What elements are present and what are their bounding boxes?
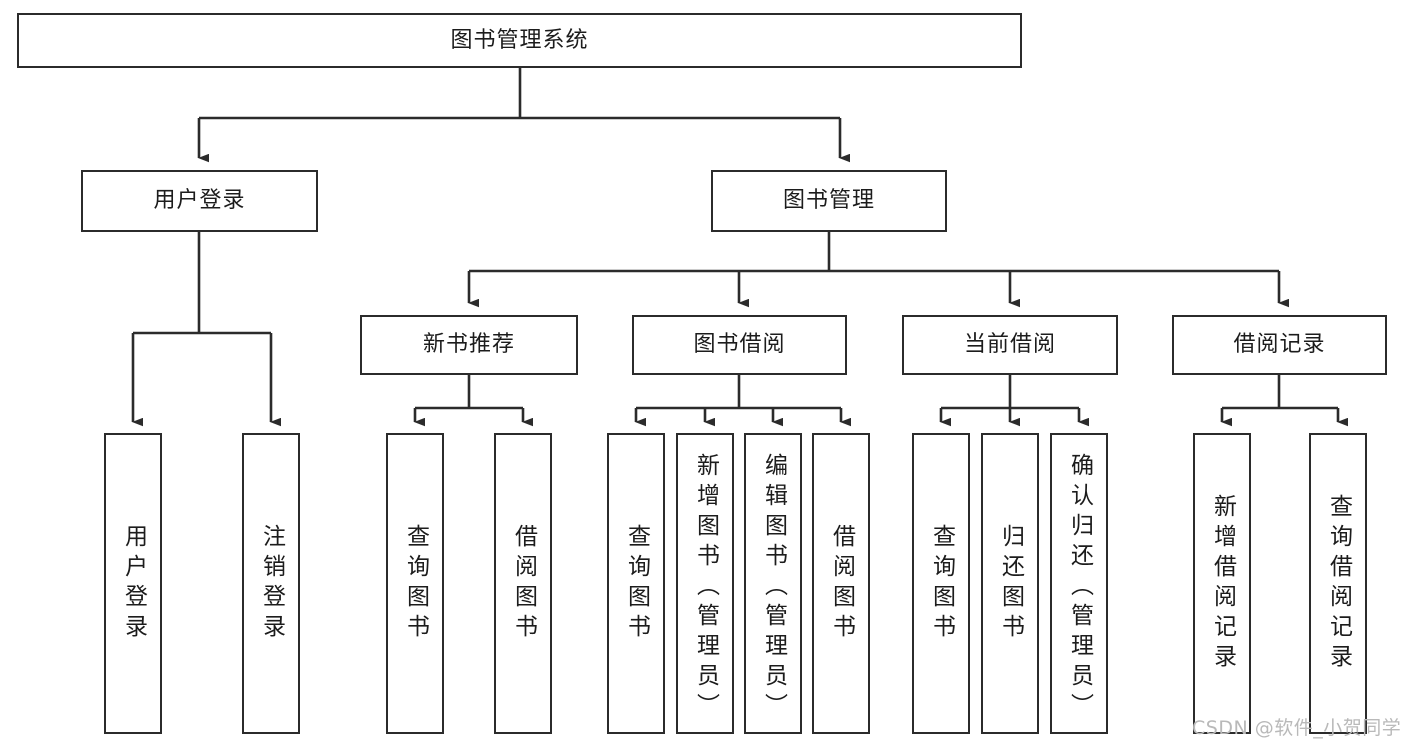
leaf-current-return-book[interactable]: 归还图书	[981, 433, 1039, 734]
node-label: 当前借阅	[963, 332, 1056, 358]
node-label: 图书管理系统	[450, 27, 589, 53]
node-label: 图书管理	[782, 188, 875, 214]
node-label: 图书借阅	[693, 332, 786, 358]
node-label: 编辑图书（管理员）	[760, 452, 787, 723]
leaf-borrow-borrow-book[interactable]: 借阅图书	[812, 433, 870, 734]
leaf-current-query-book[interactable]: 查询图书	[912, 433, 970, 734]
leaf-user-login-login[interactable]: 用户登录	[104, 433, 162, 734]
leaf-current-confirm-return-admin[interactable]: 确认归还（管理员）	[1050, 433, 1108, 734]
leaf-borrow-edit-book-admin[interactable]: 编辑图书（管理员）	[744, 433, 802, 734]
node-root[interactable]: 图书管理系统	[17, 13, 1022, 68]
node-label: 确认归还（管理员）	[1066, 452, 1093, 723]
node-borrow-records[interactable]: 借阅记录	[1172, 315, 1387, 375]
leaf-records-add-record[interactable]: 新增借阅记录	[1193, 433, 1251, 734]
leaf-new-book-query[interactable]: 查询图书	[386, 433, 444, 734]
node-book-management[interactable]: 图书管理	[711, 170, 947, 232]
node-book-borrow[interactable]: 图书借阅	[632, 315, 847, 375]
leaf-user-login-logout[interactable]: 注销登录	[242, 433, 300, 734]
node-label: 查询借阅记录	[1325, 493, 1352, 674]
node-label: 注销登录	[258, 523, 285, 644]
node-label: 新书推荐	[422, 332, 515, 358]
node-label: 查询图书	[402, 523, 429, 644]
node-label: 用户登录	[120, 523, 147, 644]
node-label: 查询图书	[623, 523, 650, 644]
node-label: 归还图书	[997, 523, 1024, 644]
node-user-login[interactable]: 用户登录	[81, 170, 318, 232]
node-label: 借阅记录	[1233, 332, 1326, 358]
node-new-book-recommend[interactable]: 新书推荐	[360, 315, 578, 375]
node-label: 借阅图书	[828, 523, 855, 644]
leaf-borrow-query-book[interactable]: 查询图书	[607, 433, 665, 734]
node-label: 借阅图书	[510, 523, 537, 644]
node-label: 新增借阅记录	[1209, 493, 1236, 674]
leaf-borrow-add-book-admin[interactable]: 新增图书（管理员）	[676, 433, 734, 734]
node-current-borrow[interactable]: 当前借阅	[902, 315, 1118, 375]
csdn-watermark: CSDN @软件_小贺同学	[1192, 717, 1402, 739]
node-label: 新增图书（管理员）	[692, 452, 719, 723]
leaf-records-query-record[interactable]: 查询借阅记录	[1309, 433, 1367, 734]
node-label: 查询图书	[928, 523, 955, 644]
node-label: 用户登录	[153, 188, 246, 214]
leaf-new-book-borrow[interactable]: 借阅图书	[494, 433, 552, 734]
